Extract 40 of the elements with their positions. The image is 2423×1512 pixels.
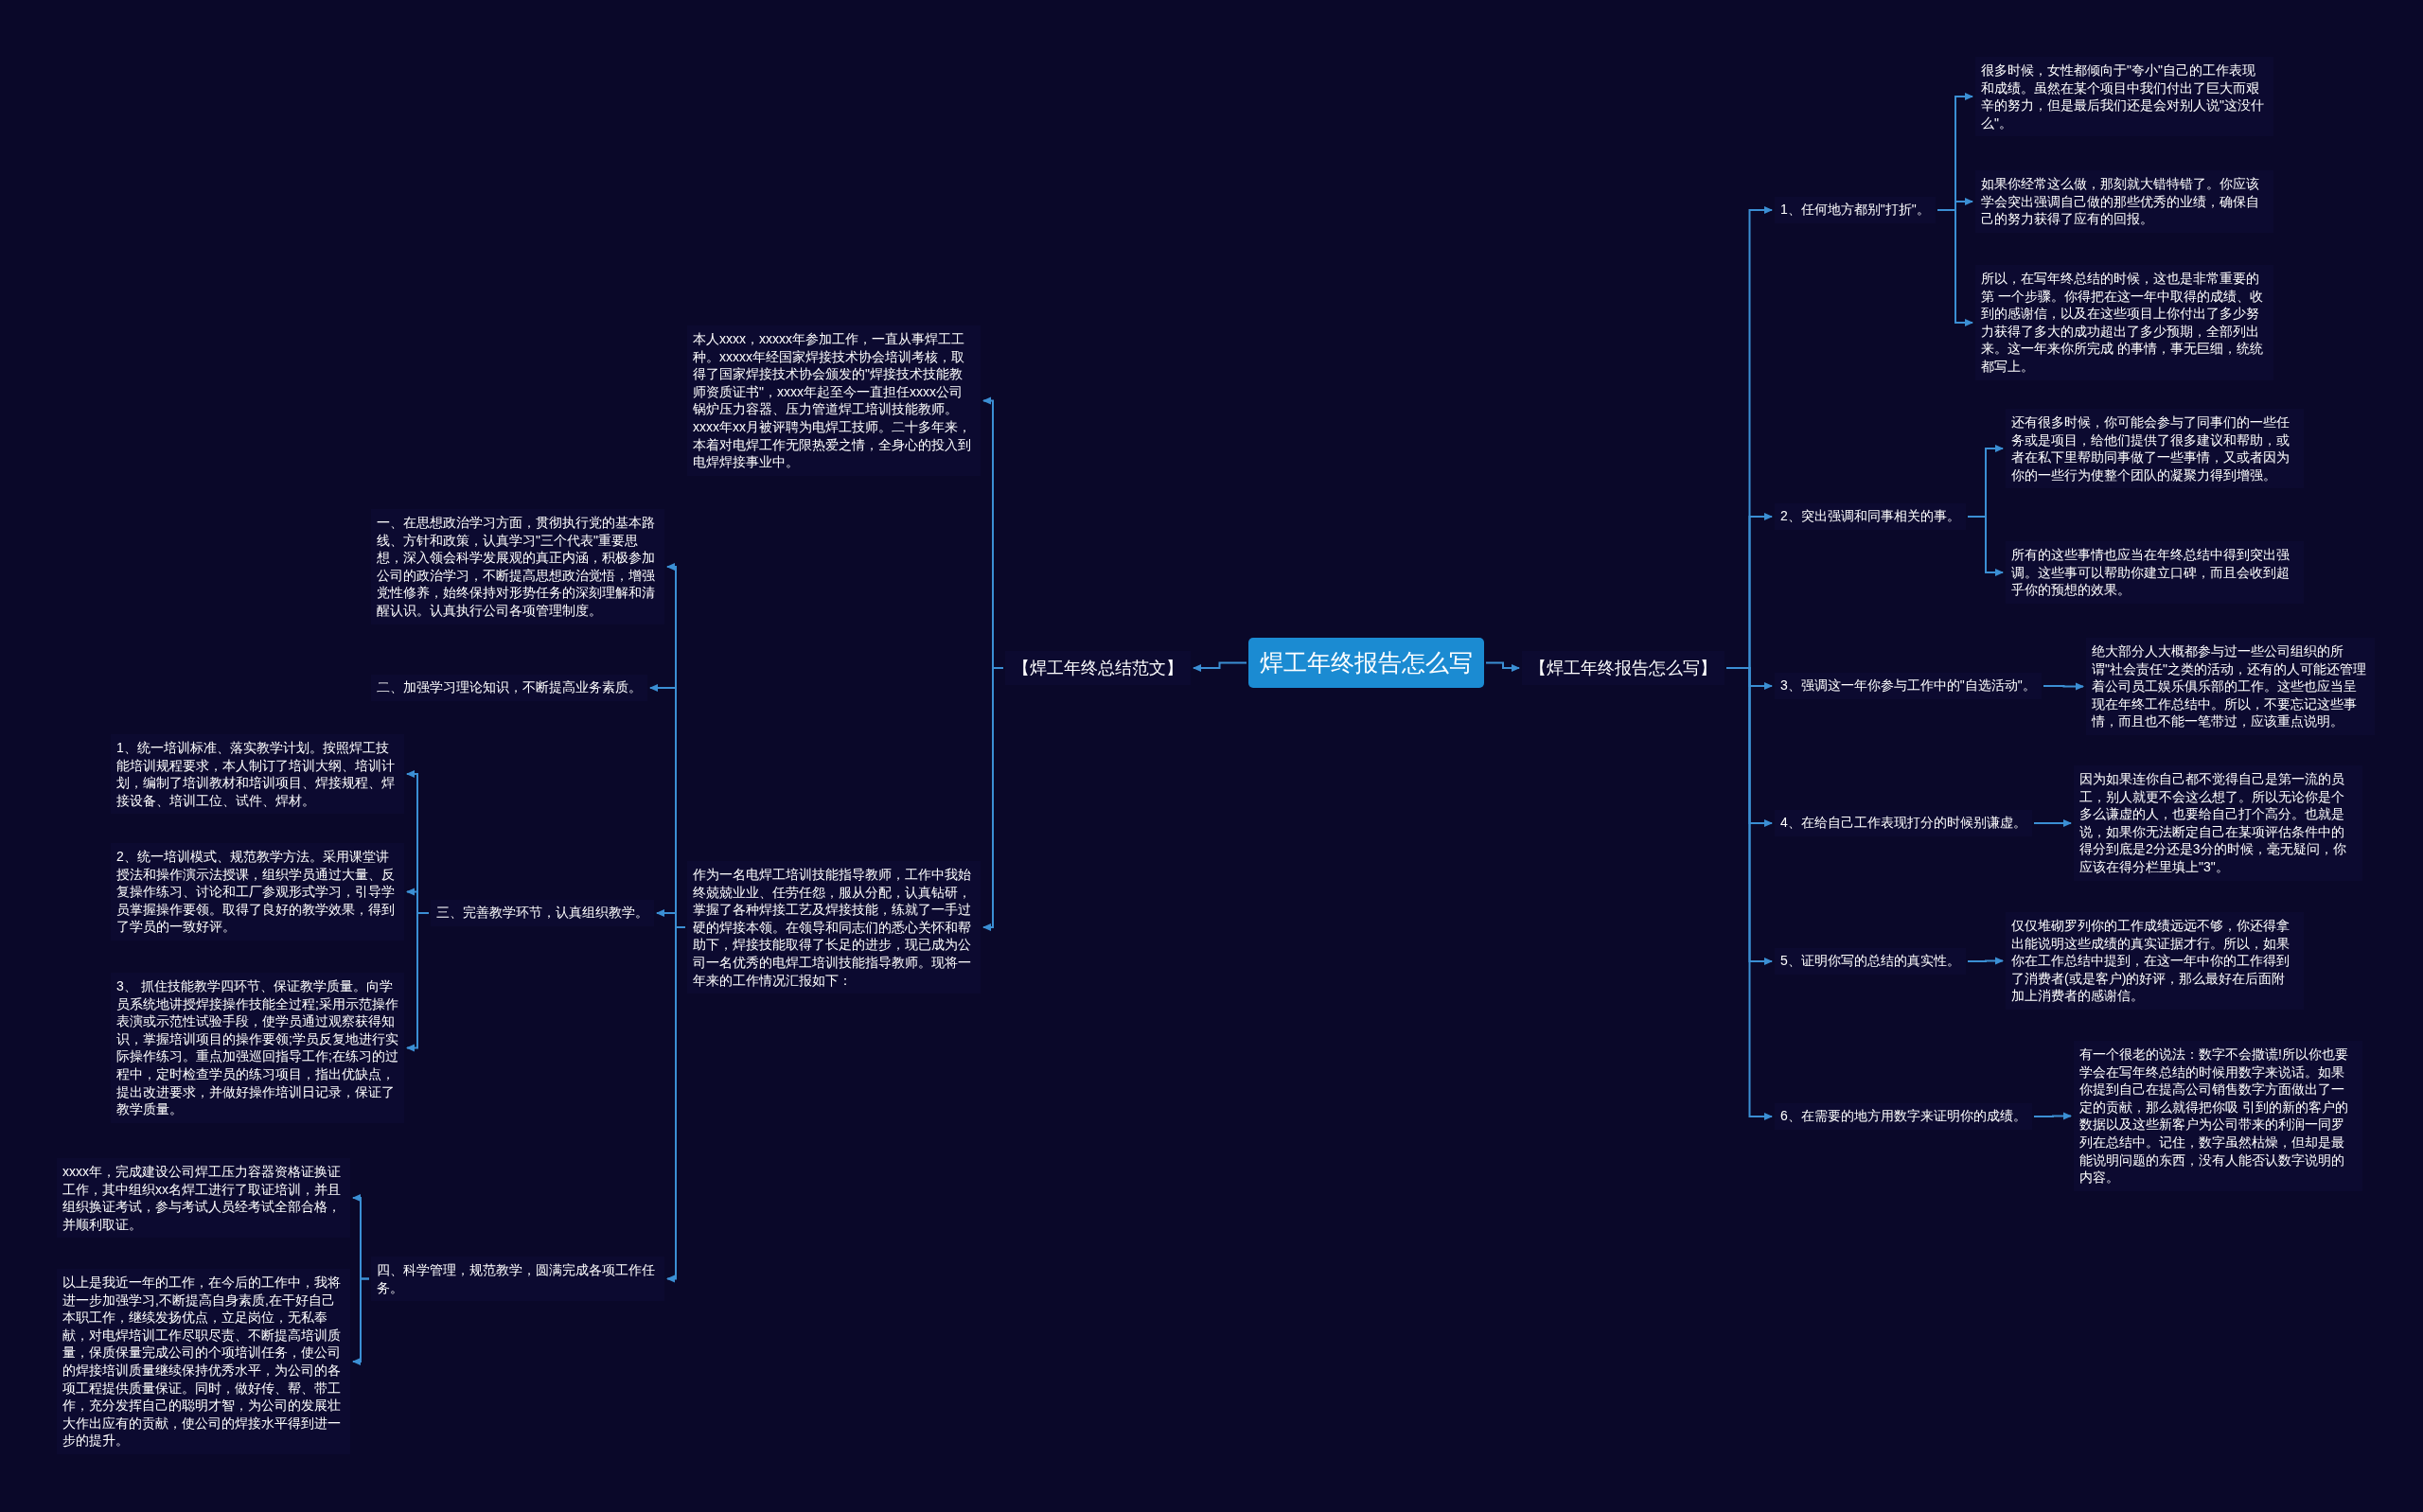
- connector-arrow: [982, 667, 1004, 931]
- connector-arrow: [352, 1277, 370, 1365]
- text-block: 所有的这些事情也应当在年终总结中得到突出强调。这些事可以帮助你建立口碑，而且会收到超乎你的预想的效果。: [2006, 541, 2304, 604]
- connector-arrow: [1967, 957, 2004, 965]
- branch-label: 【焊工年终总结范文】: [1005, 651, 1191, 685]
- topic-label: 4、在给自己工作表现打分的时候别谦虚。: [1775, 810, 2032, 836]
- text-block: 以上是我近一年的工作，在今后的工作中，我将进一步加强学习,不断提高自身素质,在干好自己本职工作，继续发扬优点，立足岗位，无私奉献，对电焊培训工作尽职尽责、不断提高培训质量，保质保量完成公司的个项培训任务，使公司的焊接培训质量继续保持优秀水平，为公司的各项工程提供质量保证。同时，做好传、帮、带工作，充分发挥自己的聪明才智，为公司的发展壮大作出应有的贡献，使公司的焊接水平得到进一步的提升。: [57, 1269, 350, 1454]
- text-block: 3、 抓住技能教学四环节、保证教学质量。向学员系统地讲授焊接操作技能全过程;采用示范操作表演或示范性试验手段，使学员通过观察获得知识，掌握培训项目的操作要领;学员反复地进行实际操作练习。重点加强巡回指导工作;在练习的过程中，定时检查学员的练习项目，指出优缺点，提出改进要求，并做好操作培训日记录，保证了教学质量。: [111, 973, 404, 1123]
- connector-arrow: [1193, 661, 1247, 672]
- topic-label: 5、证明你写的总结的真实性。: [1775, 948, 1966, 975]
- text-block: 2、统一培训模式、规范教学方法。采用课堂讲授法和操作演示法授课，组织学员通过大量、反复操作练习、讨论和工厂参观形式学习，引导学员掌握操作要领。取得了良好的教学效果，得到了学员的一致好评。: [111, 843, 404, 941]
- text-block: 作为一名电焊工培训技能指导教师，工作中我始终兢兢业业、任劳任怨，服从分配，认真钻研，掌握了各种焊接工艺及焊接技能，练就了一手过硬的焊接本领。在领导和同志们的悉心关怀和帮助下，焊接技能取得了长足的进步，现已成为公司一名优秀的电焊工培训技能指导教师。现将一年来的工作情况汇报如下：: [687, 861, 981, 994]
- branch-label: 【焊工年终报告怎么写】: [1522, 651, 1724, 685]
- text-block: 绝大部分人大概都参与过一些公司组织的所谓"社会责任"之类的活动，还有的人可能还管理着公司员工娱乐俱乐部的工作。这些也应当呈现在年终工作总结中。所以，不要忘记这些事情，而且也不能一笔带过，应该重点说明。: [2086, 638, 2375, 735]
- text-block: 很多时候，女性都倾向于"夸小"自己的工作表现和成绩。虽然在某个项目中我们付出了巨大而艰辛的努力，但是最后我们还是会对别人说"这没什么"。: [1975, 57, 2273, 137]
- text-block: 本人xxxx，xxxxx年参加工作，一直从事焊工工种。xxxxx年经国家焊接技术协会培训考核，取得了国家焊接技术协会颁发的"焊接技术技能教师资质证书"，xxxx年起至今一直担任xxxx公司锅炉压力容器、压力管道焊工培训技能教师。xxxx年xx月被评聘为电焊工技师。二十多年来，本着对电焊工作无限热爱之情，全身心的投入到电焊焊接事业中。: [687, 325, 981, 476]
- topic-label: 1、任何地方都别"打折"。: [1775, 197, 1936, 223]
- text-block: 所以，在写年终总结的时候，这也是非常重要的第 一个步骤。你得把在这一年中取得的成绩、收到的感谢信，以及在这些项目上你付出了多少努力获得了多大的成功超出了多少预期，全部列出来。这一年来你所完成 的事情，事无巨细，统统都写上。: [1975, 265, 2273, 380]
- topic-box: 焊工年终报告怎么写: [1248, 638, 1484, 688]
- topic-label: 三、完善教学环节，认真组织教学。: [431, 900, 654, 926]
- topic-label: 二、加强学习理论知识，不断提高业务素质。: [371, 675, 647, 701]
- connector-arrow: [2033, 819, 2072, 827]
- text-block: 1、统一培训标准、落实教学计划。按照焊工技能培训规程要求，本人制订了培训大纲、培训计划，编制了培训教材和培训项目、焊接规程、焊接设备、培训工位、试件、焊材。: [111, 734, 404, 815]
- text-block: 因为如果连你自己都不觉得自己是第一流的员工，别人就更不会这么想了。所以无论你是个多么谦虚的人，也要给自己打个高分。也就是说，如果你无法断定自己在某项评估条件中的得分到底是2分还是3分的时候，毫无疑问，你应该在得分栏里填上"3"。: [2074, 765, 2362, 881]
- connector-arrow: [1967, 516, 2004, 576]
- text-block: 四、科学管理，规范教学，圆满完成各项工作任务。: [371, 1257, 664, 1302]
- topic-label: 2、突出强调和同事相关的事。: [1775, 503, 1966, 530]
- text-block: xxxx年，完成建设公司焊工压力容器资格证换证工作，其中组织xx名焊工进行了取证培训，并且组织换证考试，参与考试人员经考试全部合格，并顺利取证。: [57, 1158, 350, 1239]
- connector-arrow: [406, 912, 430, 1052]
- connector-arrow: [1485, 661, 1520, 672]
- topic-label: 6、在需要的地方用数字来证明你的成绩。: [1775, 1103, 2032, 1130]
- text-block: 如果你经常这么做，那刻就大错特错了。你应该学会突出强调自己做的那些优秀的业绩，确保自己的努力获得了应有的回报。: [1975, 170, 2273, 233]
- topic-label: 3、强调这一年你参与工作中的"自选活动"。: [1775, 673, 2042, 699]
- text-block: 还有很多时候，你可能会参与了同事们的一些任务或是项目，给他们提供了很多建议和帮助，或者在私下里帮助同事做了一些事情，又或者因为你的一些行为使整个团队的凝聚力得到增强。: [2006, 409, 2304, 489]
- text-block: 仅仅堆砌罗列你的工作成绩远远不够，你还得拿出能说明这些成绩的真实证据才行。所以，如果你在工作总结中提到，在这一年中你的工作得到了消费者(或是客户)的好评，那么最好在后面附加上消费者的感谢信。: [2006, 912, 2304, 1010]
- text-block: 一、在思想政治学习方面，贯彻执行党的基本路线、方针和政策，认真学习"三个代表"重要思想，深入领会科学发展观的真正内涵，积极参加公司的政治学习，不断提高思想政治觉悟，增强党性修养，始终保持对形势任务的深刻理解和清醒认识。认真执行公司各项管理制度。: [371, 509, 664, 624]
- text-block: 有一个很老的说法：数字不会撒谎!所以你也要学会在写年终总结的时候用数字来说话。如果你提到自己在提高公司销售数字方面做出了一定的贡献，那么就得把你吸 引到的新的客户的数据以及这些新客户为公司带来的利润一同罗列在总结中。记住，数字虽然枯燥，但却是最能说明问题的东西，没有人能否认数字说明的内容。: [2074, 1041, 2362, 1191]
- connector-arrow: [2033, 1112, 2072, 1120]
- connector-arrow: [2043, 682, 2084, 691]
- connector-arrow: [1937, 209, 1973, 326]
